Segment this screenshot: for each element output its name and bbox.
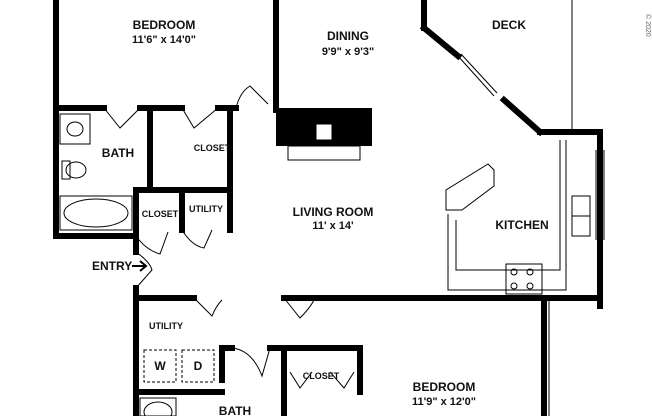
walls xyxy=(53,0,603,416)
washer-label: W xyxy=(154,359,166,373)
bath1-name: BATH xyxy=(102,146,134,160)
bedroom2-name: BEDROOM xyxy=(413,380,476,394)
bath-fixtures xyxy=(59,113,177,416)
dryer-label: D xyxy=(194,359,203,373)
thin-lines xyxy=(457,0,605,416)
bedroom1-size: 11'6" x 14'0" xyxy=(132,34,196,46)
utility1-name: UTILITY xyxy=(189,204,223,214)
entry-arrow-icon xyxy=(132,260,148,272)
kitchen-counters xyxy=(445,140,591,295)
closet2-name: CLOSET xyxy=(142,209,179,219)
living-name: LIVING ROOM xyxy=(293,205,374,219)
dining-size: 9'9" x 9'3" xyxy=(322,46,374,58)
bedroom1-name: BEDROOM xyxy=(133,18,196,32)
room-labels: BEDROOM 11'6" x 14'0" DINING 9'9" x 9'3"… xyxy=(92,18,549,416)
closet1-name: CLOSET xyxy=(194,143,231,153)
entry-label: ENTRY xyxy=(92,259,132,273)
copyright-text: © 2020 xyxy=(644,14,652,37)
bath2-name: BATH xyxy=(219,404,251,416)
dining-name: DINING xyxy=(327,29,369,43)
deck-name: DECK xyxy=(492,18,526,32)
door-swings xyxy=(103,85,355,389)
living-size: 11' x 14' xyxy=(312,220,354,232)
fireplace xyxy=(276,108,372,161)
closet3-name: CLOSET xyxy=(303,371,340,381)
washer-dryer xyxy=(143,349,215,383)
bedroom2-size: 11'9" x 12'0" xyxy=(412,396,476,408)
utility2-name: UTILITY xyxy=(149,321,183,331)
kitchen-name: KITCHEN xyxy=(495,218,548,232)
